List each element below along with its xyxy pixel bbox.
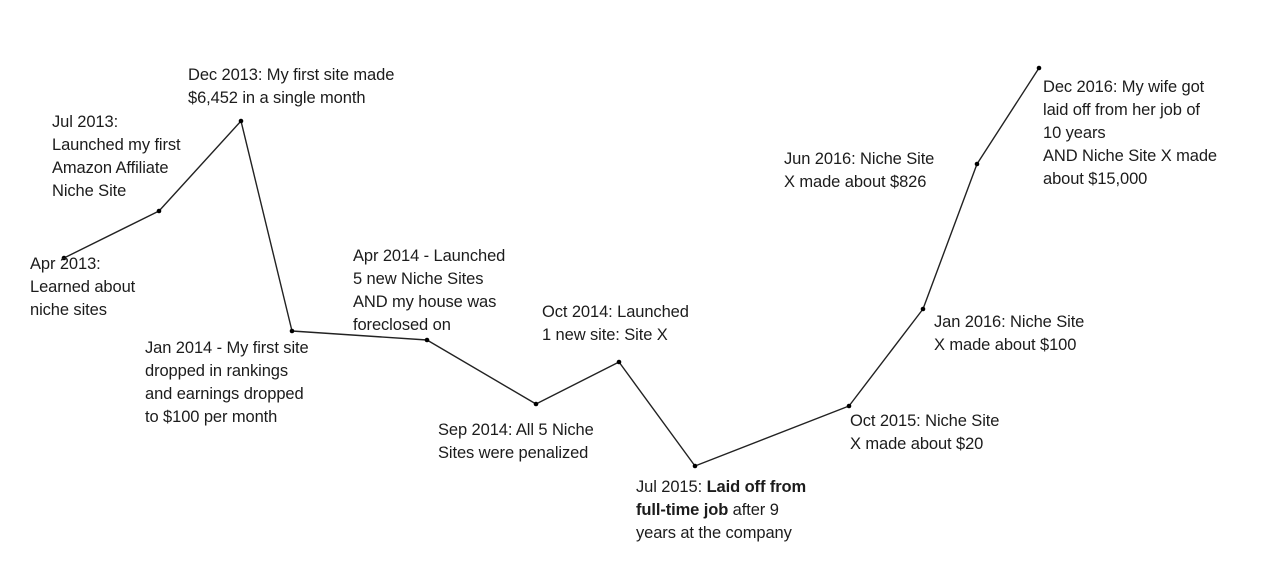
annotation-jan-2016: Jan 2016: Niche Site X made about $100 <box>934 311 1084 357</box>
annotation-dec-2013: Dec 2013: My first site made $6,452 in a … <box>188 64 394 110</box>
annotation-line: Launched my first <box>52 134 181 157</box>
annotation-dec-2016: Dec 2016: My wife got laid off from her j… <box>1043 76 1217 191</box>
annotation-line: Dec 2013: My first site made <box>188 64 394 87</box>
annotation-line: Amazon Affiliate <box>52 157 181 180</box>
annotation-line: about $15,000 <box>1043 168 1217 191</box>
annotation-text: Amazon Affiliate <box>52 159 169 177</box>
annotation-line: Dec 2016: My wife got <box>1043 76 1217 99</box>
annotation-text: dropped in rankings <box>145 362 289 380</box>
annotation-text: Learned about <box>30 278 136 296</box>
annotation-text: Apr 2014 - Launched <box>353 247 506 265</box>
annotation-text: Niche Site <box>52 182 127 200</box>
annotation-text: 10 years <box>1043 124 1106 142</box>
annotation-text: Jan 2016: Niche Site <box>934 313 1085 331</box>
annotation-line: Jul 2015: Laid off from <box>636 476 806 499</box>
annotation-line: AND Niche Site X made <box>1043 145 1217 168</box>
annotation-line: Sites were penalized <box>438 442 594 465</box>
annotation-line: AND my house was <box>353 291 505 314</box>
annotation-text: X made about $100 <box>934 336 1077 354</box>
annotation-emphasis: Laid off from <box>706 478 807 496</box>
annotation-text: and earnings dropped <box>145 385 304 403</box>
data-point-marker[interactable] <box>156 208 162 214</box>
annotation-line: years at the company <box>636 522 806 545</box>
annotation-text: Apr 2013: <box>30 255 101 273</box>
annotation-jan-2014: Jan 2014 - My first site dropped in ranki… <box>145 337 309 429</box>
annotation-line: Apr 2014 - Launched <box>353 245 505 268</box>
annotation-line: 10 years <box>1043 122 1217 145</box>
annotation-text: Jun 2016: Niche Site <box>784 150 935 168</box>
annotation-line: to $100 per month <box>145 406 309 429</box>
annotation-text: X made about $20 <box>850 435 984 453</box>
annotation-text: AND my house was <box>353 293 497 311</box>
annotation-text: foreclosed on <box>353 316 451 334</box>
annotation-oct-2014: Oct 2014: Launched 1 new site: Site X <box>542 301 689 347</box>
annotation-text: X made about $826 <box>784 173 927 191</box>
annotation-text: after 9 <box>728 501 779 519</box>
annotation-text: to $100 per month <box>145 408 278 426</box>
annotation-text: Jan 2014 - My first site <box>145 339 309 357</box>
annotation-text: about $15,000 <box>1043 170 1148 188</box>
annotation-text: Oct 2015: Niche Site <box>850 412 1000 430</box>
annotation-line: Niche Site <box>52 180 181 203</box>
annotation-text: years at the company <box>636 524 792 542</box>
annotation-line: and earnings dropped <box>145 383 309 406</box>
annotation-line: X made about $100 <box>934 334 1084 357</box>
annotation-line: Jan 2016: Niche Site <box>934 311 1084 334</box>
annotation-line: X made about $826 <box>784 171 934 194</box>
annotation-line: Jan 2014 - My first site <box>145 337 309 360</box>
annotation-emphasis: full-time job <box>636 501 729 519</box>
data-point-marker[interactable] <box>846 403 852 409</box>
annotation-apr-2013: Apr 2013: Learned about niche sites <box>30 253 135 322</box>
annotation-line: $6,452 in a single month <box>188 87 394 110</box>
annotation-text: Jul 2013: <box>52 113 119 131</box>
annotation-line: niche sites <box>30 299 135 322</box>
annotation-line: Learned about <box>30 276 135 299</box>
data-point-marker[interactable] <box>692 463 698 469</box>
annotation-line: Jul 2013: <box>52 111 181 134</box>
annotation-line: full-time job after 9 <box>636 499 806 522</box>
annotation-jun-2016: Jun 2016: Niche Site X made about $826 <box>784 148 934 194</box>
annotation-line: 1 new site: Site X <box>542 324 689 347</box>
annotation-line: dropped in rankings <box>145 360 309 383</box>
annotation-line: 5 new Niche Sites <box>353 268 505 291</box>
annotation-text: Dec 2016: My wife got <box>1043 78 1205 96</box>
income-trend-line <box>63 67 1040 467</box>
annotation-text: AND Niche Site X made <box>1043 147 1217 165</box>
data-point-marker[interactable] <box>533 401 539 407</box>
data-point-marker[interactable] <box>974 161 980 167</box>
annotation-oct-2015: Oct 2015: Niche Site X made about $20 <box>850 410 999 456</box>
annotation-line: X made about $20 <box>850 433 999 456</box>
data-point-marker[interactable] <box>238 118 244 124</box>
annotation-line: Oct 2014: Launched <box>542 301 689 324</box>
annotation-line: Apr 2013: <box>30 253 135 276</box>
data-point-marker[interactable] <box>289 328 295 334</box>
data-point-markers <box>61 65 1042 469</box>
annotation-text: $6,452 in a single month <box>188 89 366 107</box>
annotation-text: Dec 2013: My first site made <box>188 66 395 84</box>
annotation-text: 5 new Niche Sites <box>353 270 484 288</box>
annotation-text: laid off from her job of <box>1043 101 1200 119</box>
annotation-line: laid off from her job of <box>1043 99 1217 122</box>
annotation-text: Jul 2015: <box>636 478 707 496</box>
data-point-marker[interactable] <box>616 359 622 365</box>
annotation-text: 1 new site: Site X <box>542 326 668 344</box>
data-point-marker[interactable] <box>424 337 430 343</box>
annotation-text: Oct 2014: Launched <box>542 303 689 321</box>
annotation-text: Sites were penalized <box>438 444 589 462</box>
annotation-line: Jun 2016: Niche Site <box>784 148 934 171</box>
data-point-marker[interactable] <box>1036 65 1042 71</box>
data-point-marker[interactable] <box>61 255 67 261</box>
annotation-line: Sep 2014: All 5 Niche <box>438 419 594 442</box>
annotation-line: Oct 2015: Niche Site <box>850 410 999 433</box>
annotation-text: Launched my first <box>52 136 181 154</box>
data-point-marker[interactable] <box>920 306 926 312</box>
annotation-line: foreclosed on <box>353 314 505 337</box>
annotation-text: Sep 2014: All 5 Niche <box>438 421 594 439</box>
annotation-text: niche sites <box>30 301 107 319</box>
